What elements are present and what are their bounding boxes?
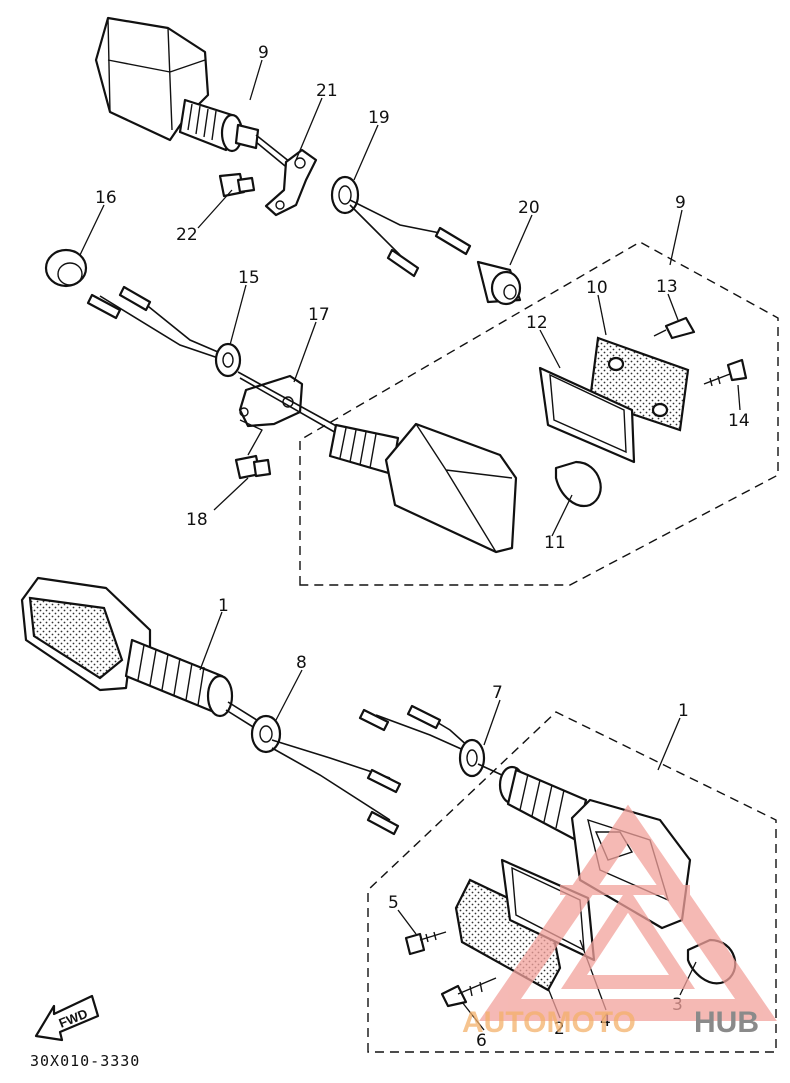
callout-1-left: 1: [218, 596, 229, 616]
screw-14: [703, 358, 748, 387]
callout-12: 12: [526, 313, 548, 333]
grommet-19: [330, 175, 472, 278]
callout-9-inset: 9: [675, 193, 686, 213]
grommet-16: [44, 248, 88, 288]
callout-20: 20: [518, 198, 540, 218]
callout-10: 10: [586, 278, 608, 298]
callout-7: 7: [492, 683, 503, 703]
gasket-12: [538, 366, 636, 464]
turn-signal-upper-left: [94, 16, 301, 176]
stay-bracket-17: [237, 371, 341, 435]
diagram-code: 30X010-3330: [30, 1052, 140, 1070]
stay-bracket-21: [264, 148, 318, 217]
grommet-8: [250, 714, 402, 836]
callout-18: 18: [186, 510, 208, 530]
callout-15: 15: [238, 268, 260, 288]
callout-11: 11: [544, 533, 566, 553]
callout-16: 16: [95, 188, 117, 208]
grommet-20: [476, 260, 522, 306]
callout-9-upper: 9: [258, 43, 269, 63]
turn-signal-front-left: [20, 576, 261, 731]
callout-19: 19: [368, 108, 390, 128]
watermark-logo: [479, 804, 777, 1021]
turn-signal-front-right: [498, 765, 692, 930]
bolt-22: [218, 172, 256, 198]
turn-signal-lower-right: [328, 422, 518, 554]
callout-1-inset: 1: [678, 701, 689, 721]
callout-13: 13: [656, 277, 678, 297]
screw-6: [440, 977, 497, 1008]
exploded-inset-1: [367, 711, 777, 1053]
bolt-18: [234, 419, 272, 480]
fwd-arrow: FWD: [34, 994, 100, 1042]
callout-21: 21: [316, 81, 338, 101]
screw-5: [404, 931, 447, 956]
watermark-brand-hub: HUB: [694, 1006, 759, 1039]
callout-5: 5: [388, 893, 399, 913]
callout-6: 6: [476, 1031, 487, 1051]
callout-17: 17: [308, 305, 330, 325]
bulb-11: [554, 460, 602, 508]
callout-8: 8: [296, 653, 307, 673]
callout-2: 2: [554, 1019, 565, 1039]
screw-13: [653, 316, 696, 340]
grommet-7: [358, 704, 505, 778]
callout-14: 14: [728, 411, 750, 431]
watermark-brand-auto: AUTOMOTO: [462, 1006, 636, 1039]
callout-22: 22: [176, 225, 198, 245]
wire-leads-15: [86, 285, 242, 378]
exploded-inset-9: [299, 241, 779, 586]
